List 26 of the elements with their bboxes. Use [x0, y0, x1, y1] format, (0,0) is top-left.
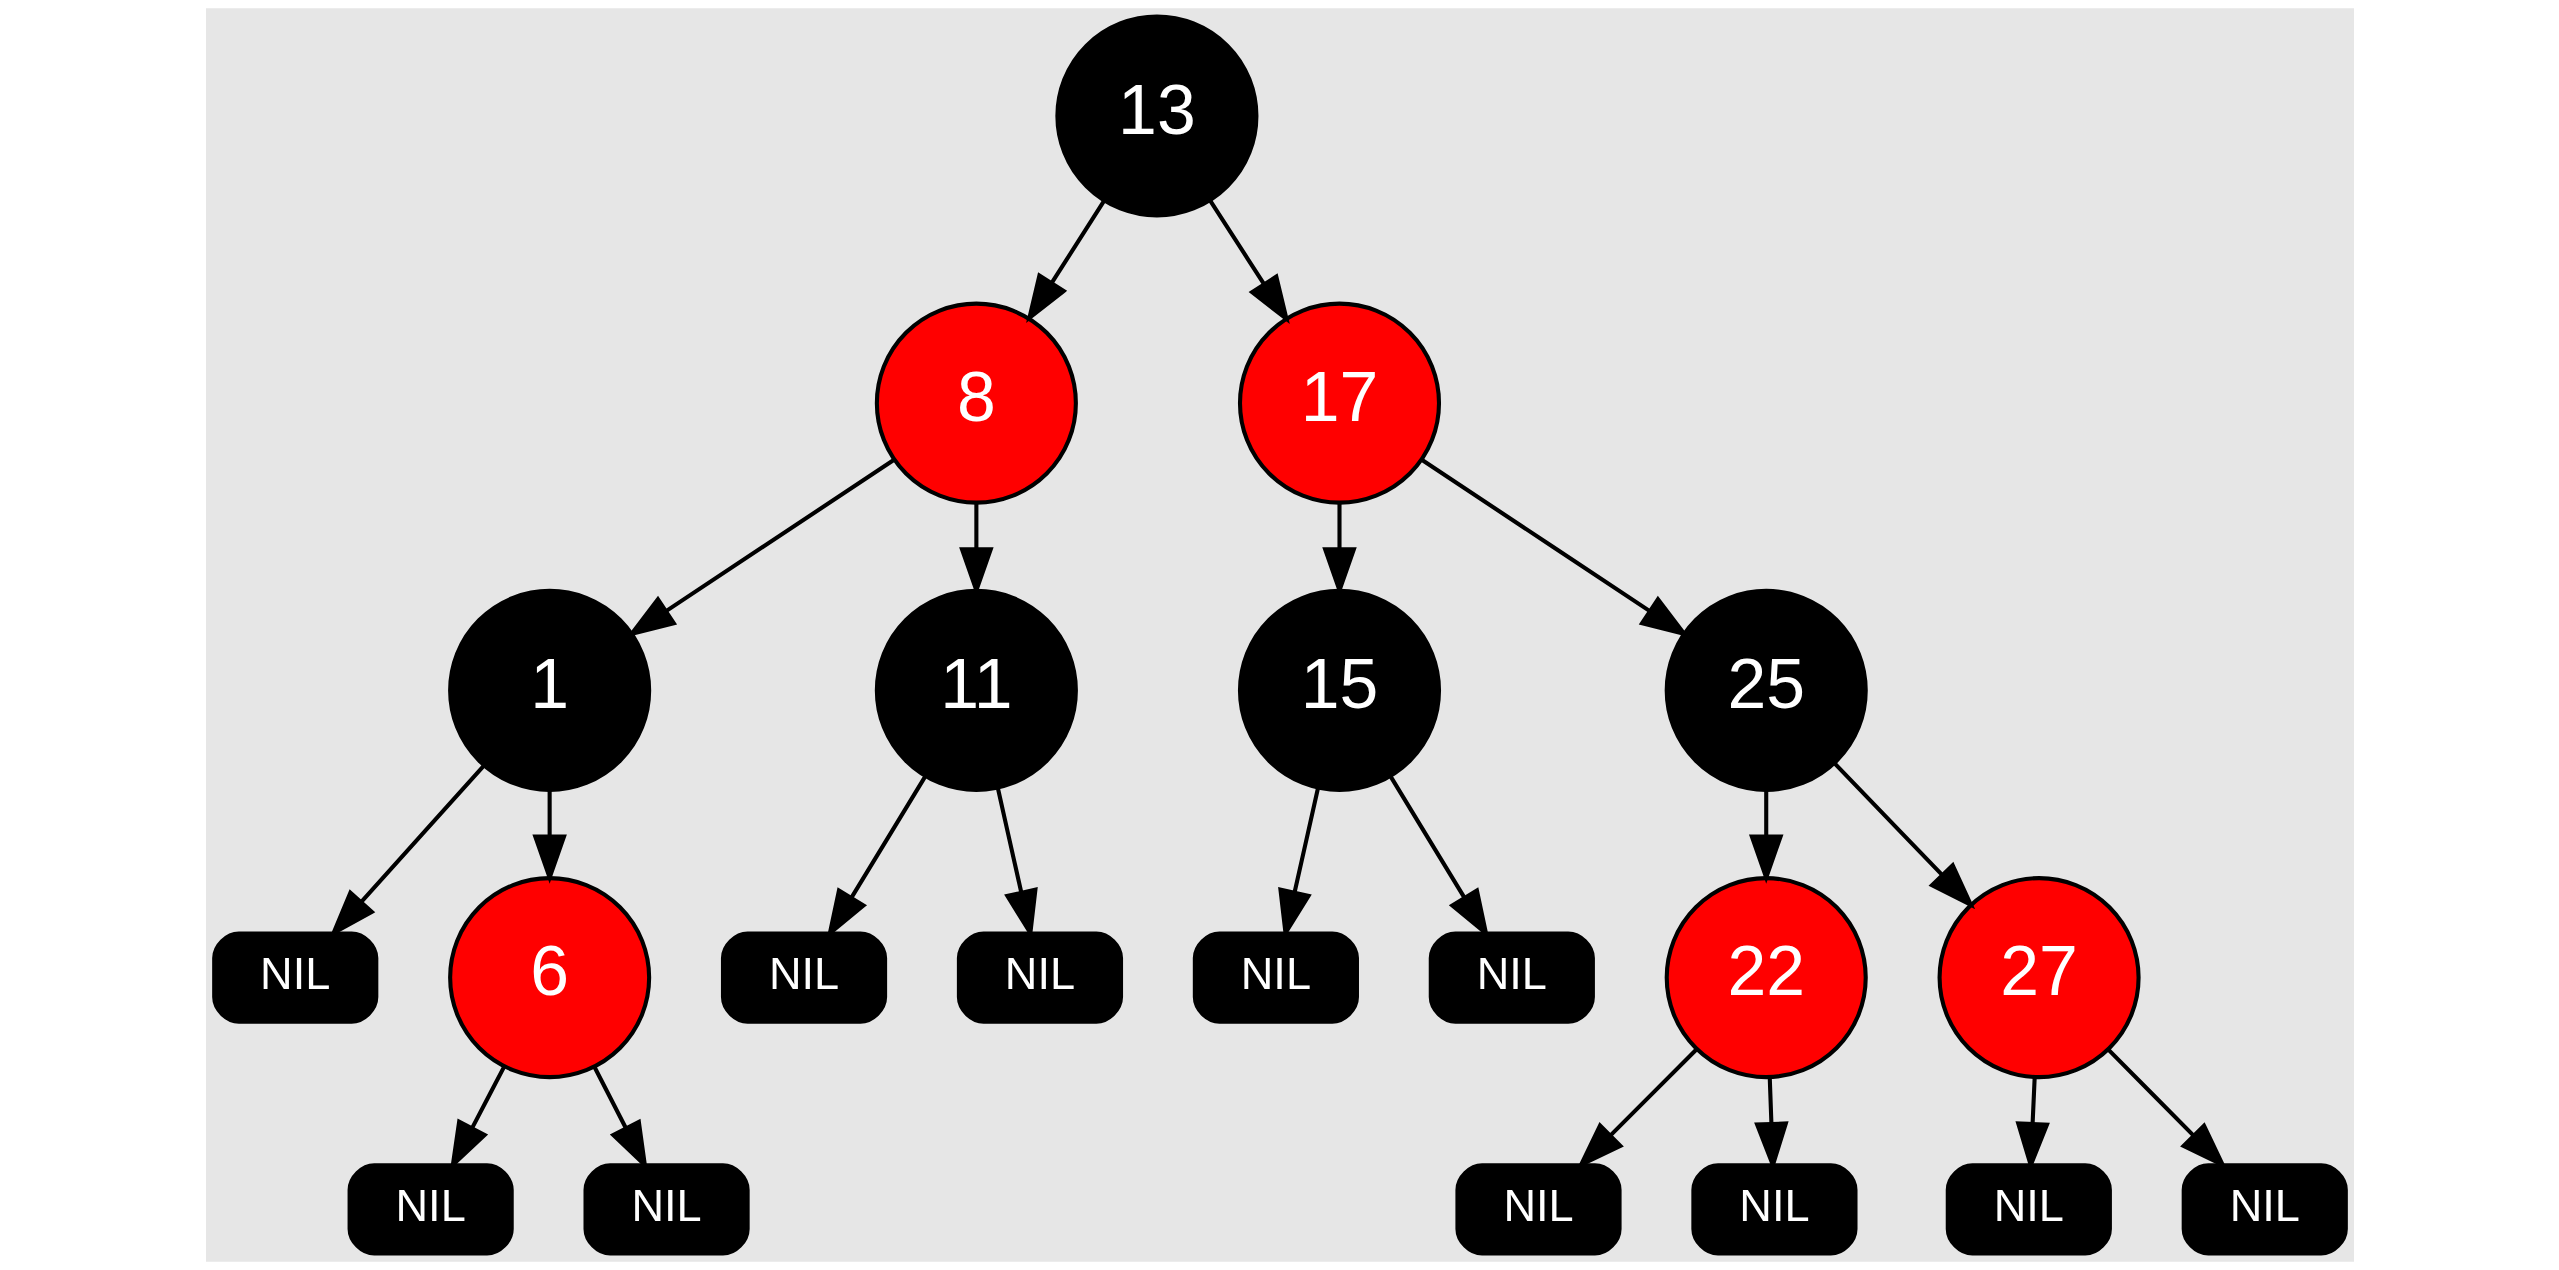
node-circle: 1	[447, 588, 651, 792]
node-circle: 8	[874, 301, 1078, 505]
arrow	[1208, 199, 1290, 325]
node-box: NIL	[1690, 1163, 1857, 1256]
node-circle: 25	[1664, 588, 1868, 792]
node-circle: 11	[874, 588, 1078, 792]
node-circle: 6	[447, 876, 651, 1080]
node-circle: 22	[1664, 876, 1868, 1080]
node-circle: 17	[1237, 301, 1441, 505]
node-box: NIL	[1945, 1163, 2112, 1256]
node-circle: 13	[1054, 14, 1258, 218]
node-box: NIL	[347, 1163, 514, 1256]
node-box: NIL	[211, 931, 378, 1024]
node-box: NIL	[2181, 1163, 2348, 1256]
node-box: NIL	[1454, 1163, 1622, 1256]
node-box: NIL	[1428, 931, 1595, 1024]
arrow	[1748, 790, 1783, 884]
node-box: NIL	[583, 1163, 750, 1256]
node-circle: 15	[1237, 588, 1441, 792]
node-box: NIL	[956, 931, 1123, 1024]
arrow	[1832, 761, 1975, 910]
arrow	[531, 790, 567, 884]
node-circle: 27	[1937, 876, 2141, 1080]
arrow	[1025, 199, 1106, 324]
node-box: NIL	[720, 931, 887, 1024]
node-box: NIL	[1192, 931, 1359, 1024]
